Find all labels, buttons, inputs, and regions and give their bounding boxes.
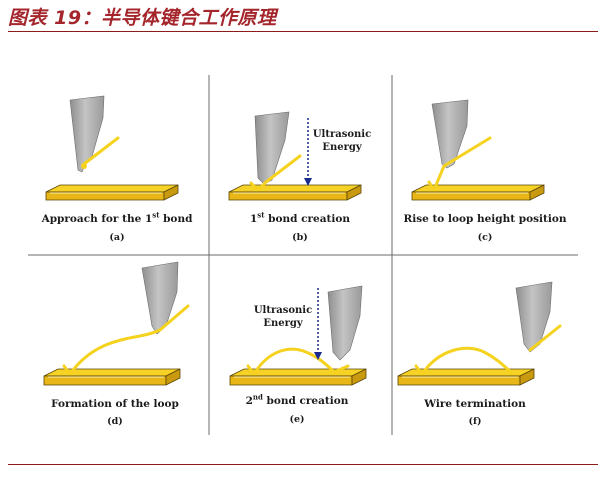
substrate-side bbox=[519, 368, 535, 386]
substrate-top bbox=[228, 184, 362, 193]
caption-panel-c: Rise to loop height position bbox=[403, 213, 567, 225]
wire bbox=[246, 347, 350, 376]
bottom-rule bbox=[8, 464, 598, 465]
panel-d-illustration bbox=[43, 261, 190, 386]
ultrasonic-energy-label-e: Ultrasonic Energy bbox=[253, 305, 313, 329]
title-rule bbox=[8, 31, 598, 32]
label-panel-c: (c) bbox=[477, 232, 493, 243]
capillary-tool bbox=[515, 281, 553, 353]
panel-e-illustration bbox=[229, 285, 367, 386]
caption-panel-d: Formation of the loop bbox=[51, 398, 179, 410]
label-panel-d: (d) bbox=[107, 416, 123, 427]
wire bbox=[62, 304, 190, 376]
wire-tail bbox=[528, 324, 562, 352]
capillary-tool bbox=[254, 111, 290, 185]
substrate-top bbox=[43, 368, 181, 377]
caption-panel-f: Wire termination bbox=[424, 398, 526, 410]
wire bbox=[82, 136, 120, 166]
substrate-side bbox=[346, 184, 362, 201]
capillary-tool bbox=[431, 99, 469, 169]
substrate-side bbox=[163, 184, 179, 201]
panel-f-illustration bbox=[397, 281, 562, 386]
capillary-tool bbox=[141, 261, 179, 335]
panel-a-illustration bbox=[45, 95, 179, 201]
wire-ball bbox=[81, 163, 87, 169]
capillary-tool bbox=[327, 285, 363, 361]
figure-title: 图表 19：半导体键合工作原理 bbox=[8, 7, 277, 29]
label-panel-a: (a) bbox=[109, 232, 125, 243]
substrate-side bbox=[165, 368, 181, 386]
wire bbox=[414, 346, 514, 376]
wire bbox=[427, 136, 492, 192]
substrate-side bbox=[351, 368, 367, 386]
label-panel-e: (e) bbox=[289, 414, 305, 425]
label-panel-f: (f) bbox=[468, 416, 482, 427]
substrate-top bbox=[45, 184, 179, 193]
caption-panel-b: 1st bond creation bbox=[249, 210, 351, 226]
substrate-side bbox=[529, 184, 545, 201]
panel-b-illustration bbox=[228, 111, 362, 201]
caption-panel-a: Approach for the 1st bond bbox=[41, 210, 193, 226]
ultrasonic-energy-label-b: Ultrasonic Energy bbox=[312, 129, 372, 153]
wire bbox=[249, 154, 302, 192]
label-panel-b: (b) bbox=[292, 232, 308, 243]
panel-c-illustration bbox=[411, 99, 545, 201]
caption-panel-e: 2nd bond creation bbox=[245, 392, 349, 408]
